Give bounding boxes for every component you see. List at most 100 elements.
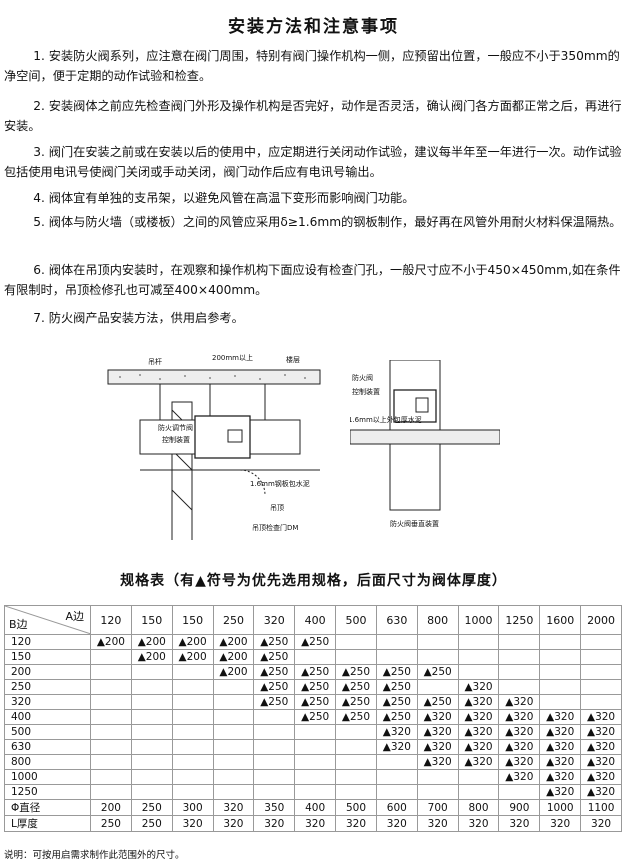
spec-cell xyxy=(130,724,173,740)
spec-cell: ▲200 xyxy=(90,634,132,650)
spec-cell xyxy=(335,784,377,800)
slab-hatching xyxy=(119,374,306,380)
spec-cell xyxy=(416,769,459,785)
spec-cell xyxy=(212,679,255,695)
a-header-cell: 500 xyxy=(335,605,377,635)
spec-cell: ▲200 xyxy=(171,634,214,650)
diameter-row-cell: 300 xyxy=(171,799,214,816)
label-vertical-caption: 防火阀垂直装置 xyxy=(390,519,439,528)
spec-cell xyxy=(90,769,132,785)
label-vertical-valve: 防火阀 xyxy=(352,373,373,382)
spec-cell xyxy=(580,649,622,665)
diameter-row-cell: 800 xyxy=(457,799,500,816)
spec-cell: ▲320 xyxy=(580,784,622,800)
a-header-cell: 2000 xyxy=(580,605,622,635)
spec-cell xyxy=(335,769,377,785)
diameter-row-cell: 600 xyxy=(375,799,418,816)
spec-cell: ▲320 xyxy=(457,754,500,770)
spec-cell xyxy=(212,709,255,725)
spec-cell xyxy=(212,784,255,800)
b-header-cell: 630 xyxy=(4,739,91,755)
label-ceiling: 吊顶 xyxy=(270,504,284,512)
spec-cell xyxy=(335,739,377,755)
table-row: 120▲200▲200▲200▲200▲250▲250 xyxy=(4,634,622,650)
table-row: 150▲200▲200▲200▲250 xyxy=(4,649,622,665)
a-header-cell: 630 xyxy=(375,605,418,635)
spec-cell xyxy=(294,739,337,755)
spec-cell: ▲250 xyxy=(335,694,377,710)
thickness-row-cell: 320 xyxy=(294,815,337,832)
b-header-cell: 120 xyxy=(4,634,91,650)
label-control: 控制装置 xyxy=(162,435,190,444)
spec-cell: ▲250 xyxy=(253,664,296,680)
spec-cell xyxy=(335,724,377,740)
thickness-row-cell: 320 xyxy=(580,815,622,832)
spec-cell xyxy=(130,694,173,710)
spec-cell: ▲320 xyxy=(498,739,541,755)
spec-cell xyxy=(90,754,132,770)
spec-cell: ▲200 xyxy=(212,634,255,650)
spec-cell xyxy=(457,769,500,785)
thickness-row-cell: 320 xyxy=(212,815,255,832)
spec-cell xyxy=(130,754,173,770)
vertical-control-box xyxy=(415,397,429,413)
spec-cell: ▲250 xyxy=(375,694,418,710)
corner-a-label: A边 xyxy=(65,610,84,623)
spec-cell xyxy=(335,649,377,665)
spec-cell: ▲250 xyxy=(335,709,377,725)
spec-cell xyxy=(498,784,541,800)
thickness-row-cell: 250 xyxy=(90,815,132,832)
spec-cell xyxy=(457,664,500,680)
table-row: 200▲200▲250▲250▲250▲250▲250 xyxy=(4,664,622,680)
spec-cell: ▲250 xyxy=(416,694,459,710)
spec-cell xyxy=(90,709,132,725)
table-row: 1000▲320▲320▲320 xyxy=(4,769,622,785)
table-row: 250▲250▲250▲250▲250▲320 xyxy=(4,679,622,695)
label-plate: 1.6mm钢板包水泥 xyxy=(250,479,310,488)
spec-cell xyxy=(580,634,622,650)
spec-cell: ▲250 xyxy=(416,664,459,680)
spec-cell: ▲250 xyxy=(294,634,337,650)
spec-cell xyxy=(335,634,377,650)
thickness-row-cell: 320 xyxy=(457,815,500,832)
spec-cell: ▲250 xyxy=(253,694,296,710)
spec-cell xyxy=(457,784,500,800)
b-header-cell: 150 xyxy=(4,649,91,665)
spec-cell: ▲250 xyxy=(335,679,377,695)
spec-cell xyxy=(171,724,214,740)
spec-cell xyxy=(212,754,255,770)
spec-cell xyxy=(171,664,214,680)
spec-cell: ▲320 xyxy=(457,694,500,710)
spec-cell: ▲250 xyxy=(375,679,418,695)
table-row: 320▲250▲250▲250▲250▲250▲320▲320 xyxy=(4,694,622,710)
label-door: 吊顶检查门DM xyxy=(252,523,298,532)
label-gap: 200mm以上 xyxy=(212,353,253,362)
spec-cell xyxy=(580,679,622,695)
spec-cell xyxy=(539,694,582,710)
b-header-cell: 200 xyxy=(4,664,91,680)
spec-cell xyxy=(171,739,214,755)
spec-cell xyxy=(498,679,541,695)
diameter-row-cell: 500 xyxy=(335,799,377,816)
spec-cell xyxy=(498,634,541,650)
thickness-row-cell: 320 xyxy=(335,815,377,832)
vertical-damper xyxy=(393,389,437,423)
spec-cell: ▲320 xyxy=(457,739,500,755)
a-header-cell: 120 xyxy=(90,605,132,635)
spec-cell: ▲320 xyxy=(416,709,459,725)
spec-cell xyxy=(457,649,500,665)
a-header-cell: 800 xyxy=(416,605,459,635)
corner-diagonal xyxy=(5,606,90,634)
spec-cell xyxy=(130,784,173,800)
floor-slab xyxy=(107,369,321,385)
spec-cell: ▲320 xyxy=(457,709,500,725)
spec-title: 规格表（有▲符号为优先选用规格，后面尺寸为阀体厚度） xyxy=(120,573,507,589)
spec-cell xyxy=(294,769,337,785)
b-header-cell: 500 xyxy=(4,724,91,740)
spec-cell xyxy=(580,664,622,680)
spec-note: 说明：可按用启需求制作此范围外的尺寸。 xyxy=(4,850,185,861)
thickness-row-cell: 320 xyxy=(498,815,541,832)
